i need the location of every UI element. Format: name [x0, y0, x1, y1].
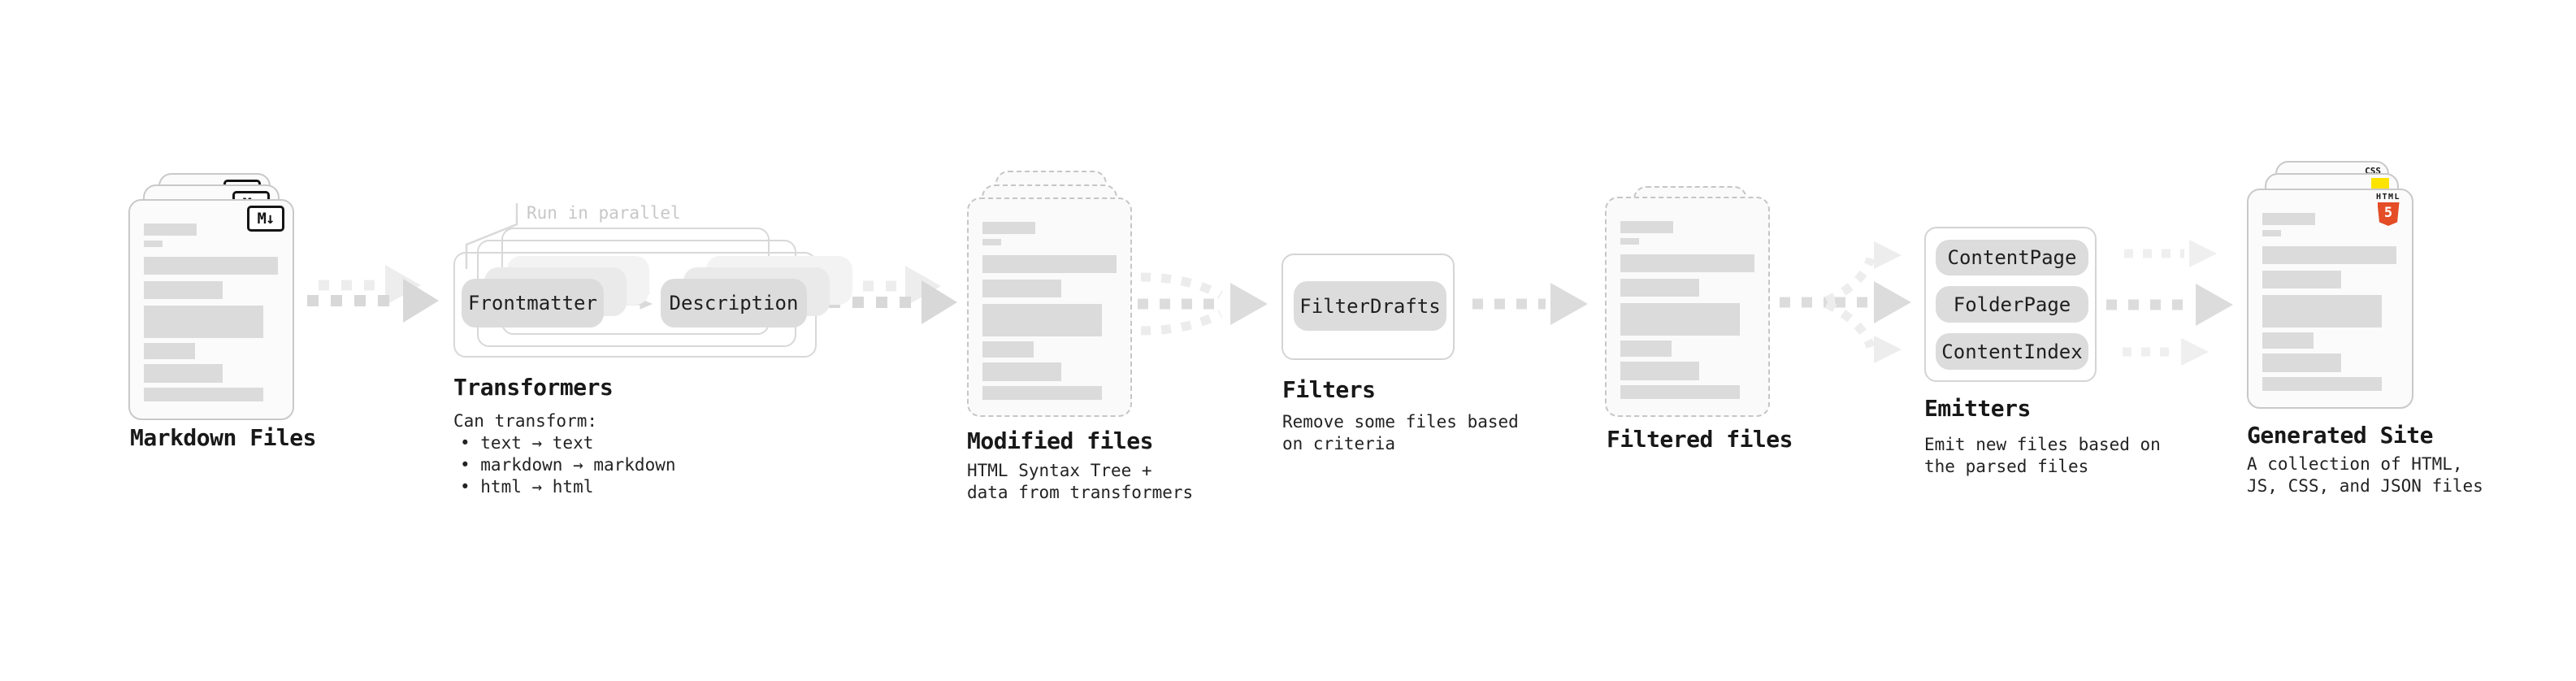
css-icon-text: CSS — [2365, 166, 2381, 176]
placeholder-bar — [1620, 238, 1639, 245]
placeholder-text-lines — [144, 223, 278, 401]
bullet-item: • markdown → markdown — [460, 455, 676, 475]
transformers-desc-title: Can transform: — [453, 411, 598, 431]
placeholder-bar — [982, 341, 1034, 358]
frontmatter-pill: Frontmatter — [462, 279, 604, 327]
javascript-icon — [2371, 178, 2389, 189]
markdown-icon-text: M↓ — [257, 210, 275, 228]
filtered-file-card-front — [1605, 197, 1770, 417]
placeholder-bar — [982, 239, 1001, 245]
arrow-emitters-to-generated — [2106, 240, 2233, 366]
html-file-card: HTML 5 — [2247, 189, 2413, 409]
html5-icon-number: 5 — [2383, 205, 2393, 221]
filters-label: Filters — [1282, 376, 1376, 403]
placeholder-text-lines — [1620, 221, 1754, 399]
placeholder-bar — [1620, 221, 1673, 233]
description-pill: Description — [661, 279, 807, 327]
placeholder-bar — [2262, 354, 2341, 372]
folderpage-pill: FolderPage — [1936, 286, 2088, 323]
placeholder-bar — [982, 362, 1061, 381]
placeholder-bar — [982, 255, 1117, 273]
emitters-label: Emitters — [1924, 395, 2031, 422]
modified-file-card-front — [967, 197, 1132, 417]
filters-frame: FilterDrafts — [1281, 254, 1455, 360]
markdown-icon: M↓ — [247, 206, 284, 232]
placeholder-bar — [2262, 246, 2396, 264]
placeholder-bar — [1620, 303, 1740, 336]
generated-site-desc: A collection of HTML, JS, CSS, and JSON … — [2247, 454, 2483, 496]
html5-icon-word: HTML — [2375, 193, 2401, 202]
placeholder-bar — [982, 222, 1035, 234]
arrow-filtered-to-emitters — [1780, 241, 1911, 363]
transformers-bullet-list: • text → text • markdown → markdown • ht… — [460, 432, 676, 498]
contentpage-pill: ContentPage — [1936, 240, 2088, 275]
placeholder-text-lines — [982, 222, 1117, 400]
bullet-item: • html → html — [460, 477, 594, 497]
transformers-label: Transformers — [453, 374, 614, 401]
placeholder-bar — [982, 304, 1102, 336]
arrow-filters-to-filtered — [1472, 283, 1588, 325]
bullet-item: • text → text — [460, 433, 594, 453]
placeholder-bar — [2262, 332, 2314, 349]
placeholder-bar — [1620, 362, 1699, 380]
placeholder-bar — [144, 388, 263, 401]
run-in-parallel-note: Run in parallel — [527, 203, 681, 223]
markdown-files-label: Markdown Files — [130, 424, 317, 451]
placeholder-bar — [144, 223, 197, 236]
placeholder-bar — [2262, 377, 2382, 391]
placeholder-bar — [1620, 279, 1699, 297]
generated-site-label: Generated Site — [2247, 422, 2434, 449]
modified-files-desc: HTML Syntax Tree + data from transformer… — [967, 461, 1194, 502]
placeholder-bar — [144, 257, 278, 275]
arrow-modified-to-filters — [1138, 272, 1268, 336]
placeholder-bar — [144, 281, 223, 299]
placeholder-bar — [982, 280, 1061, 297]
html5-icon: HTML 5 — [2374, 193, 2402, 226]
placeholder-bar — [2262, 213, 2315, 225]
placeholder-bar — [144, 241, 163, 247]
placeholder-bar — [1620, 254, 1754, 272]
filterdrafts-pill: FilterDrafts — [1294, 281, 1446, 331]
arrow-markdown-to-transformers — [307, 265, 439, 323]
placeholder-bar — [144, 364, 223, 383]
placeholder-bar — [144, 306, 263, 338]
filters-desc: Remove some files based on criteria — [1282, 412, 1519, 453]
placeholder-text-lines — [2262, 213, 2396, 391]
html5-icon-shield: 5 — [2377, 202, 2400, 226]
markdown-file-card-front: M↓ — [128, 199, 294, 420]
placeholder-bar — [1620, 340, 1672, 357]
modified-files-label: Modified files — [967, 427, 1154, 454]
placeholder-bar — [144, 343, 195, 359]
placeholder-bar — [982, 386, 1102, 400]
emitters-frame: ContentPage FolderPage ContentIndex — [1924, 227, 2097, 382]
filtered-files-label: Filtered files — [1607, 426, 1793, 453]
placeholder-bar — [2262, 230, 2281, 236]
contentindex-pill: ContentIndex — [1936, 333, 2088, 370]
placeholder-bar — [1620, 385, 1740, 399]
placeholder-bar — [2262, 295, 2382, 327]
emitters-desc: Emit new files based on the parsed files — [1924, 435, 2161, 476]
placeholder-bar — [2262, 271, 2341, 288]
